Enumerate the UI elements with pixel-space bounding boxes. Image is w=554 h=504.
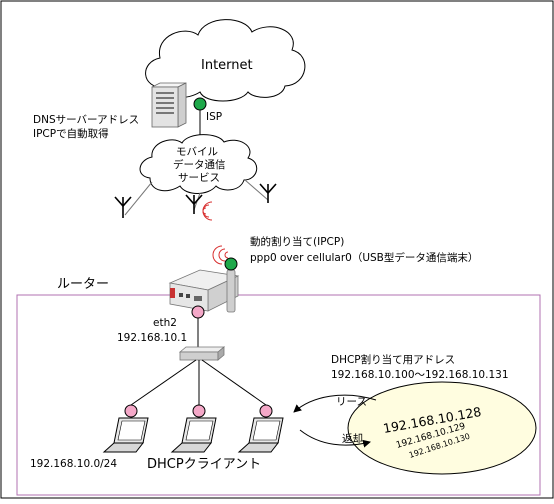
mobile-cloud-line-1: モバイル	[176, 146, 218, 158]
antenna-link-right	[244, 179, 269, 201]
internet-cloud	[145, 19, 306, 102]
dns-note-line-2: IPCPで自動取得	[33, 127, 109, 140]
client-node-3	[259, 404, 273, 418]
laptop-icon	[170, 417, 217, 453]
isp-node	[193, 97, 207, 111]
mobile-cloud	[139, 134, 258, 194]
lan-subnet-label: 192.168.10.0/24	[30, 458, 117, 470]
antenna-icon	[259, 183, 277, 203]
isp-label: ISP	[206, 111, 222, 123]
router-wan-node	[224, 257, 238, 271]
router-icon	[168, 269, 240, 313]
lan-iface-label: eth2	[153, 317, 177, 329]
dhcp-pool-title: DHCP割り当て用アドレス	[331, 353, 455, 366]
client-link-1	[130, 359, 197, 406]
server-icon	[151, 82, 187, 128]
signal-waves-icon	[202, 201, 213, 221]
signal-waves-icon	[212, 245, 229, 265]
lan-frame	[16, 294, 541, 496]
lan-ip-label: 192.168.10.1	[117, 332, 187, 344]
client-node-1	[124, 404, 138, 418]
antenna-link-left	[124, 181, 153, 216]
laptop-icon	[102, 417, 149, 453]
antenna-icon	[185, 194, 203, 214]
wan-assign-label: 動的割り当て(IPCP)	[250, 235, 344, 248]
antenna-icon	[114, 196, 132, 218]
return-arrow	[299, 429, 371, 448]
address-pool-ellipse	[347, 381, 537, 475]
lease-label: リース	[336, 396, 367, 408]
mobile-cloud-line-3: サービス	[178, 172, 220, 184]
lease-arrow	[293, 394, 377, 413]
router-title: ルーター	[57, 277, 109, 292]
client-node-2	[192, 404, 206, 418]
laptop-icon	[237, 417, 284, 453]
router-lan-node	[191, 305, 205, 319]
wan-iface-label: ppp0 over cellular0（USB型データ通信端末）	[250, 251, 478, 264]
internet-label: Internet	[201, 58, 253, 73]
return-label: 返却	[342, 433, 363, 445]
dns-note-line-1: DNSサーバーアドレス	[33, 114, 139, 126]
dhcp-clients-label: DHCPクライアント	[147, 457, 261, 472]
client-link-3	[201, 359, 267, 406]
dhcp-pool-range: 192.168.10.100〜192.168.10.131	[331, 369, 509, 381]
mobile-cloud-line-2: データ通信	[173, 158, 226, 171]
switch-icon	[178, 346, 226, 361]
